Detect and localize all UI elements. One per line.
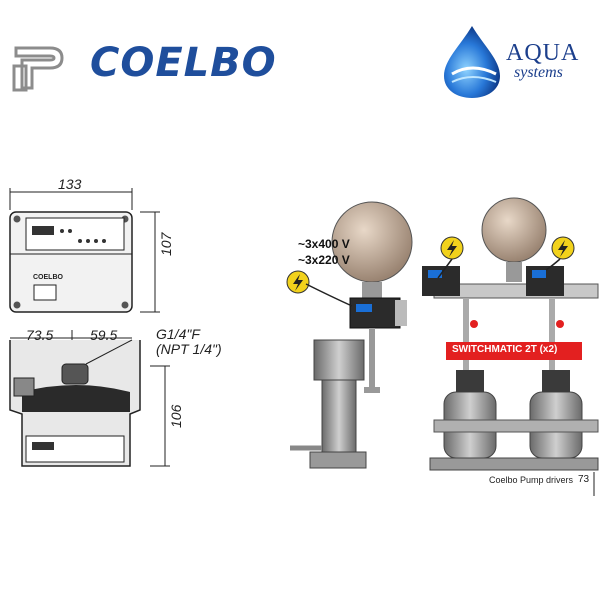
lightning-icon	[286, 270, 310, 294]
aqua-logo: AQUA systems	[440, 22, 590, 102]
page-number: 73	[578, 474, 590, 485]
aqua-brand-name: AQUA	[506, 40, 580, 66]
coelbo-brand-name: COELBO	[90, 40, 277, 86]
lightning-icon	[440, 236, 464, 260]
panel-brand-label: COELBO	[33, 274, 63, 281]
side-view	[9, 330, 170, 467]
coelbo-logo: COELBO	[10, 38, 276, 98]
aqua-brand-sub: systems	[514, 64, 563, 81]
switch-label: SWITCHMATIC 2T (x2)	[452, 344, 558, 355]
dim-width-label: 133	[58, 176, 82, 192]
installation-diagram	[286, 197, 599, 496]
voltage-label-2: ~3x220 V	[298, 253, 350, 267]
thread-label: G1/4"F	[156, 326, 200, 342]
coelbo-logo-mark-icon	[12, 46, 64, 92]
dim-height-top-label: 107	[158, 232, 174, 256]
switch-banner	[446, 342, 582, 360]
dim-left-label: 73.5	[26, 327, 54, 343]
front-view	[9, 188, 160, 313]
lightning-icon	[551, 236, 575, 260]
dim-right-label: 59.5	[90, 327, 118, 343]
footer-caption: Coelbo Pump drivers	[489, 475, 574, 485]
voltage-label-1: ~3x400 V	[298, 237, 350, 251]
dim-height-side-label: 106	[168, 404, 184, 428]
water-drop-icon	[444, 26, 500, 98]
thread-npt-label: (NPT 1/4")	[156, 341, 222, 357]
